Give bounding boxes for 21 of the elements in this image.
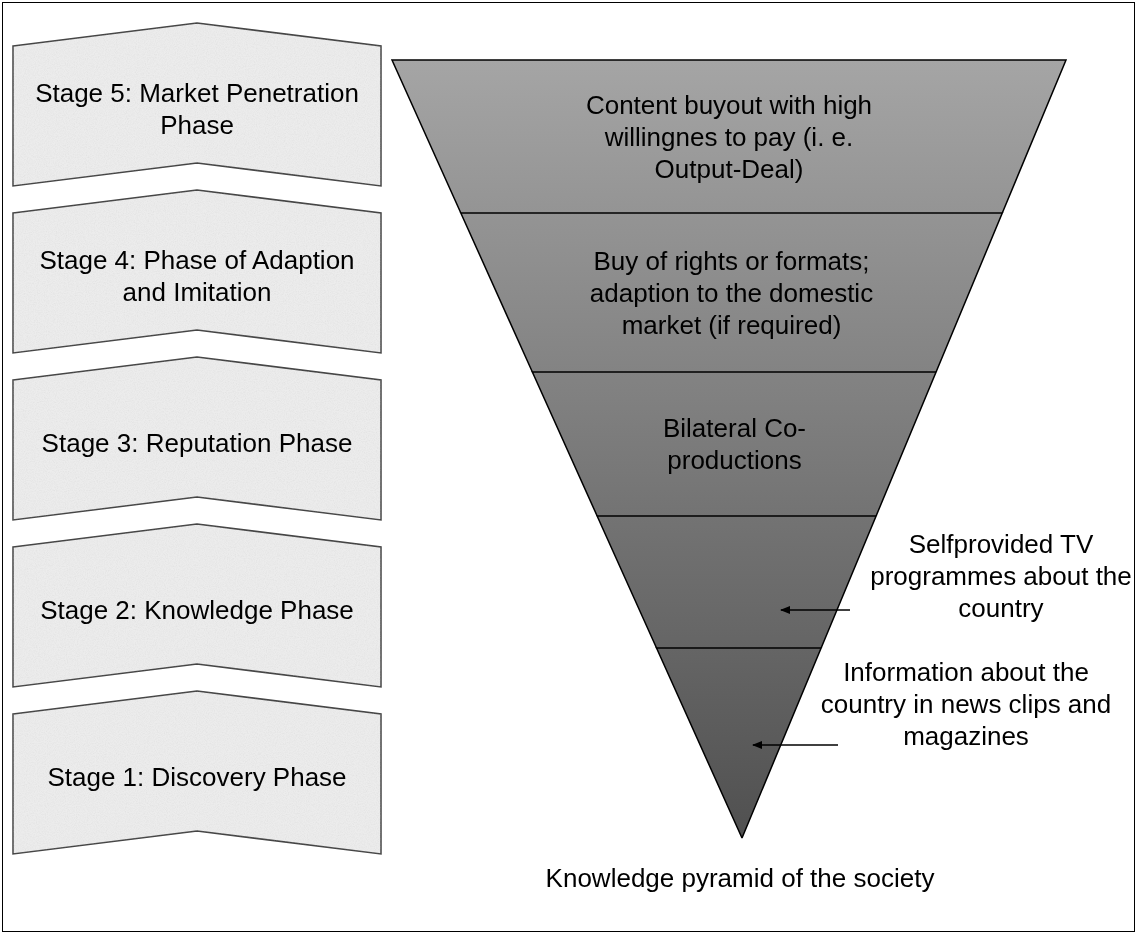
pyramid-tip: [656, 648, 822, 838]
stage-panel: [12, 690, 382, 855]
stage-label: Stage 3: Reputation Phase: [40, 426, 354, 460]
stage-panel: [12, 189, 382, 354]
stage-panel: [12, 22, 382, 187]
band-label: Bilateral Co-productions: [661, 412, 808, 477]
arrow: [752, 741, 839, 749]
band-label: Buy of rights or formats; adaption to the domestic market (if required): [588, 244, 875, 342]
stage-label: Stage 5: Market Penetration Phase: [34, 76, 360, 142]
stage-label: Stage 4: Phase of Adaption and Imitation: [38, 243, 356, 309]
pyramid-band: [532, 372, 937, 516]
stage-label: Stage 1: Discovery Phase: [46, 760, 348, 794]
stage-label: Stage 2: Knowledge Phase: [39, 593, 355, 627]
annotation-text: Selfprovided TV programmes about the country: [870, 528, 1132, 638]
band-label: Content buyout with high willingnes to pay (i. e. Output-Deal): [584, 88, 874, 186]
stage-panel: [12, 523, 382, 688]
pyramid-band: [460, 213, 1003, 372]
stage-panel: [12, 356, 382, 521]
pyramid-band: [392, 60, 1066, 213]
annotation-text: Information about the country in news clips and magazines: [800, 656, 1132, 768]
caption: Knowledge pyramid of the society: [544, 862, 936, 894]
